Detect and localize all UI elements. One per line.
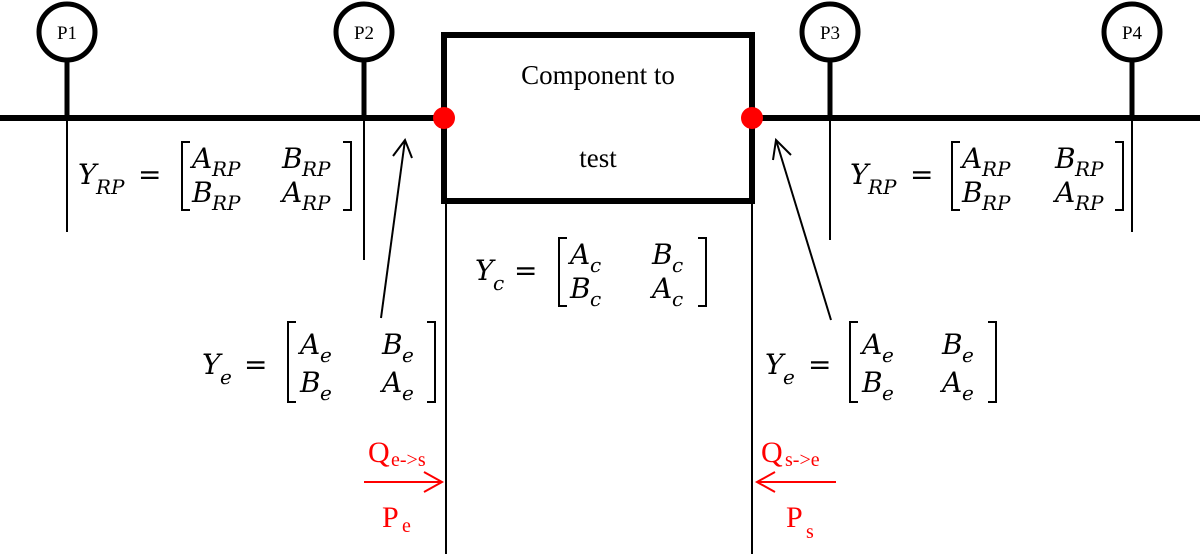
entry-b: B [861, 366, 883, 399]
entry-a: A [379, 366, 402, 399]
probe-p1-label: P1 [57, 23, 77, 44]
entry-sub: e [962, 343, 974, 367]
entry-sub: c [672, 253, 683, 277]
entry-a: A [189, 142, 212, 175]
equals-sign: = [138, 158, 161, 191]
matrix-e-right-sub: e [783, 365, 795, 389]
matrix-rp-left: Y RP = A RP B RP B RP A RP [78, 141, 352, 215]
entry-b: B [651, 238, 673, 271]
matrix-rp-right-symbol: Y [850, 158, 871, 191]
entry-a: A [1052, 176, 1075, 209]
junction-right [741, 107, 763, 129]
entry-a: A [959, 142, 982, 175]
matrix-rp-right: Y RP = A RP B RP B RP A RP [850, 141, 1124, 215]
probe-p4: P4 [1101, 1, 1163, 63]
flow-right: Q s->e P s [754, 436, 836, 543]
flow-left: Q e->s P e [364, 436, 445, 537]
entry-sub: e [962, 381, 974, 405]
pointer-arrow-right [772, 137, 832, 321]
probe-p4-label: P4 [1122, 23, 1143, 44]
probe-p3: P3 [799, 1, 861, 63]
flow-right-p: P [786, 501, 803, 534]
probe-p1: P1 [36, 1, 98, 63]
entry-a: A [649, 272, 672, 305]
flow-right-arrow-head [754, 471, 776, 493]
equals-sign: = [244, 348, 267, 381]
entry-sub: e [882, 381, 894, 405]
entry-b: B [191, 176, 213, 209]
entry-sub: RP [1074, 157, 1104, 181]
entry-sub: e [402, 381, 414, 405]
matrix-c-symbol: Y [475, 254, 496, 287]
equals-sign: = [910, 158, 933, 191]
probe-p2: P2 [333, 1, 395, 63]
entry-sub: RP [981, 191, 1011, 215]
flow-right-p-sub: s [806, 521, 814, 543]
entry-sub: e [320, 343, 332, 367]
entry-a: A [567, 238, 590, 271]
matrix-rp-left-symbol: Y [78, 158, 99, 191]
entry-a: A [279, 176, 302, 209]
entry-sub: RP [211, 191, 241, 215]
component-box [441, 32, 755, 204]
flow-left-q-sub: e->s [391, 449, 426, 471]
entry-sub: RP [981, 157, 1011, 181]
component-label-line2: test [579, 143, 617, 173]
entry-sub: c [590, 287, 601, 311]
entry-a: A [859, 328, 882, 361]
flow-left-q: Q [368, 436, 390, 469]
entry-sub: c [672, 287, 683, 311]
probe-p2-label: P2 [354, 23, 374, 44]
equals-sign: = [514, 254, 537, 287]
flow-left-arrow-head [423, 471, 445, 493]
entry-b: B [1054, 142, 1076, 175]
entry-sub: RP [211, 157, 241, 181]
matrix-c: Y c = A c B c B c A c [475, 237, 707, 311]
entry-sub: e [320, 381, 332, 405]
entry-b: B [961, 176, 983, 209]
entry-b: B [569, 272, 591, 305]
flow-right-q: Q [761, 436, 783, 469]
entry-b: B [941, 328, 963, 361]
flow-left-p: P [382, 501, 399, 534]
matrix-rp-right-sub: RP [867, 175, 897, 199]
matrix-e-right: Y e = A e B e B e A e [765, 321, 997, 405]
entry-sub: e [882, 343, 894, 367]
entry-b: B [299, 366, 321, 399]
entry-b: B [281, 142, 303, 175]
entry-sub: e [402, 343, 414, 367]
entry-sub: RP [301, 157, 331, 181]
equals-sign: = [808, 348, 831, 381]
pointer-arrow-left [380, 137, 413, 319]
entry-sub: c [590, 253, 601, 277]
flow-right-q-sub: s->e [785, 449, 820, 471]
entry-a: A [297, 328, 320, 361]
matrix-rp-left-sub: RP [95, 175, 125, 199]
matrix-e-left-sub: e [220, 365, 232, 389]
entry-sub: RP [301, 191, 331, 215]
matrix-c-sub: c [493, 271, 504, 295]
entry-b: B [381, 328, 403, 361]
flow-left-p-sub: e [402, 515, 411, 537]
entry-sub: RP [1074, 191, 1104, 215]
matrix-e-left: Y e = A e B e B e A e [202, 321, 436, 405]
matrix-e-left-symbol: Y [202, 348, 223, 381]
entry-a: A [939, 366, 962, 399]
component-label-line1: Component to [521, 60, 675, 90]
matrix-e-right-symbol: Y [765, 348, 786, 381]
probe-p3-label: P3 [820, 23, 840, 44]
junction-left [433, 107, 455, 129]
